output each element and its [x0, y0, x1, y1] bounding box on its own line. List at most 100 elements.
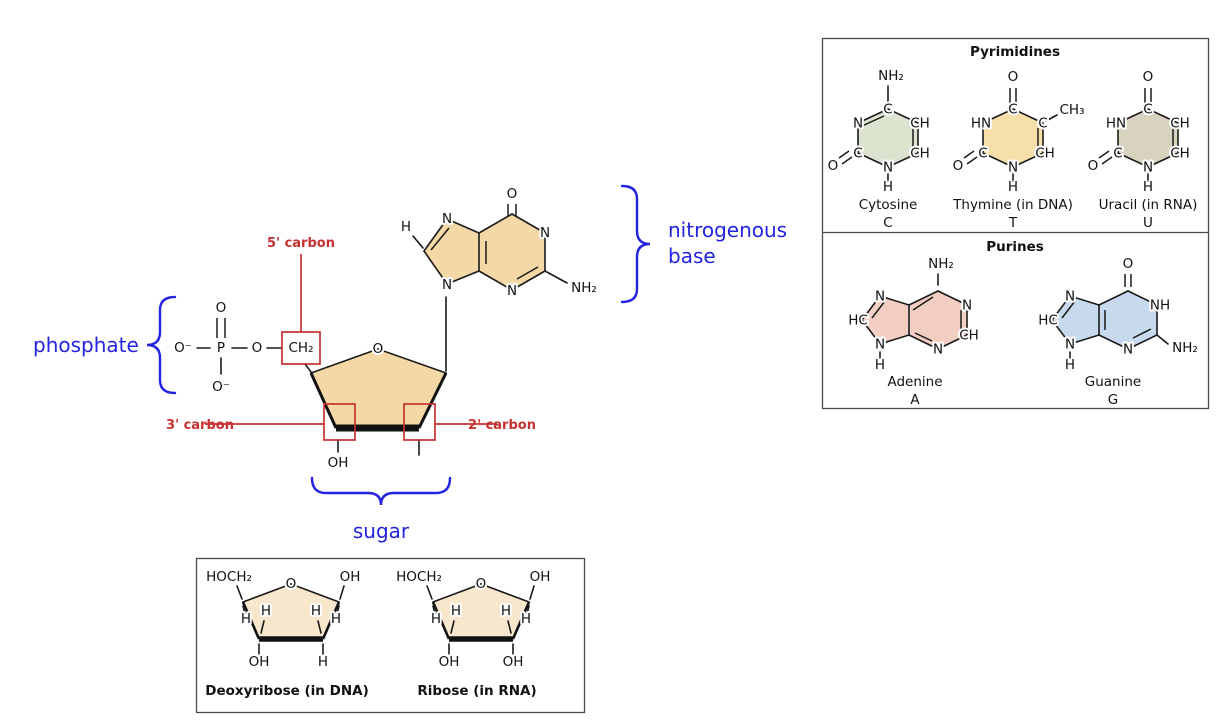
bond: [260, 620, 265, 634]
atom-hydroxyl: OH: [340, 569, 361, 585]
atom-hydrogen: H: [311, 603, 321, 619]
bond: [431, 601, 451, 640]
bond: [1051, 295, 1071, 321]
thymine-ring-fill: [983, 109, 1043, 167]
atom-amino: NH₂: [928, 256, 954, 272]
base-pentagon-fill: [424, 219, 479, 284]
double-bond: [841, 156, 853, 165]
bond: [1069, 334, 1100, 345]
bond: [242, 605, 246, 615]
bond: [1117, 108, 1149, 124]
brace-phosphate: [146, 295, 177, 395]
atom-carbon: C: [978, 146, 987, 162]
atom-carbon: C: [1008, 102, 1017, 118]
atom-ring-oxygen: O: [476, 576, 487, 592]
atom-hydrogen: H: [331, 611, 341, 627]
phosphate-group: O⁻ P O O⁻ O CH₂: [172, 298, 315, 397]
atom-carbon: C: [883, 102, 892, 118]
bond: [423, 250, 448, 285]
atom-oxygen: O: [1088, 158, 1099, 174]
bond: [336, 605, 340, 615]
carbon-2-box: [403, 403, 436, 441]
uracil-symbol: U: [1143, 215, 1153, 231]
carbon-2-label: 2' carbon: [468, 418, 536, 433]
atom-hoch2: HOCH₂: [206, 569, 252, 585]
uracil-structure: O C HN C O N H CH CH Uracil (in RNA) U: [1086, 67, 1198, 231]
atom-hydrogen: H: [501, 603, 511, 619]
atom-carbon: C: [1113, 146, 1122, 162]
deoxyribose-name: Deoxyribose (in DNA): [205, 683, 369, 699]
sugar-callout-label: sugar: [353, 519, 410, 543]
atom-oxygen: O: [252, 340, 263, 356]
bond: [242, 583, 292, 603]
bond: [857, 108, 889, 124]
atom-o-minus: O⁻: [174, 340, 192, 356]
sugars-panel-border: [195, 557, 586, 714]
bond: [887, 108, 919, 124]
atom-ring-oxygen: O: [286, 576, 297, 592]
bond: [861, 319, 881, 345]
guanine-pentagon-fill: [1052, 296, 1099, 344]
guanine-name: Guanine: [1085, 374, 1141, 390]
atom-oxygen: O: [953, 158, 964, 174]
cytosine-symbol: C: [883, 215, 892, 231]
atom-oxygen: O: [216, 300, 227, 316]
atom-hydrogen: H: [261, 603, 271, 619]
guanine-base: O N NH₂ N N H N: [399, 184, 599, 301]
bases-panel: Pyrimidines Purines NH₂ C N C O N H CH C: [821, 37, 1210, 410]
atom-hc: HC: [848, 313, 868, 329]
carbon-5-label: 5' carbon: [267, 236, 335, 251]
adenine-name: Adenine: [887, 374, 942, 390]
atom-nitrogen: N: [1143, 160, 1153, 176]
brace-sugar: [310, 476, 452, 506]
atom-hydrogen: H: [1065, 357, 1075, 373]
atom-hydrogen: H: [1008, 179, 1018, 195]
atom-phosphorus: P: [217, 340, 225, 356]
bond: [478, 270, 513, 291]
thymine-structure: O C HN C O N H C CH₃ CH Thymine (in DNA)…: [951, 67, 1087, 231]
bond: [446, 270, 480, 285]
double-bond: [871, 300, 886, 319]
atom-hydrogen: H: [521, 611, 531, 627]
uracil-ring-fill: [1118, 109, 1178, 167]
atom-hydrogen: H: [318, 654, 328, 670]
bond: [908, 290, 939, 306]
double-bond: [912, 296, 934, 311]
adenine-pentagon-fill: [862, 296, 909, 344]
sugar-ring: O OH: [304, 296, 448, 473]
bond: [982, 108, 1014, 124]
carbon-annotations: 5' carbon 3' carbon 2' carbon: [166, 236, 536, 441]
nucleotide-structure: O⁻ P O O⁻ O CH₂ O OH: [33, 184, 787, 543]
atom-hydroxyl: OH: [249, 654, 270, 670]
atom-carbon: C: [1038, 116, 1047, 132]
atom-carbon: C: [1143, 102, 1152, 118]
double-bond: [914, 332, 933, 342]
double-bond: [516, 266, 539, 280]
atom-o-minus: O⁻: [212, 379, 230, 395]
atom-ch: CH: [1035, 146, 1055, 162]
bond: [290, 583, 340, 603]
bond: [321, 601, 341, 640]
atom-carbon: C: [853, 146, 862, 162]
bond: [480, 583, 530, 603]
bond: [1127, 334, 1158, 350]
callout-nitrogenous-base: nitrogenous base: [620, 184, 787, 304]
atom-ch: CH: [1170, 146, 1190, 162]
bond: [1147, 152, 1179, 168]
bond: [887, 152, 919, 168]
nitrogenous-base-callout-label-1: nitrogenous: [668, 218, 787, 242]
bond: [937, 290, 968, 306]
purines-title: Purines: [986, 239, 1044, 255]
bond: [309, 372, 338, 429]
bond: [982, 152, 1014, 168]
bond: [478, 213, 513, 234]
bond: [1147, 108, 1179, 124]
atom-ch: CH: [910, 146, 930, 162]
bond: [1012, 152, 1044, 168]
atom-oxygen: O: [828, 158, 839, 174]
pyrimidines-title: Pyrimidines: [970, 44, 1060, 60]
carbon-3-box: [323, 403, 356, 441]
bond: [1127, 290, 1158, 306]
bond: [317, 620, 322, 634]
